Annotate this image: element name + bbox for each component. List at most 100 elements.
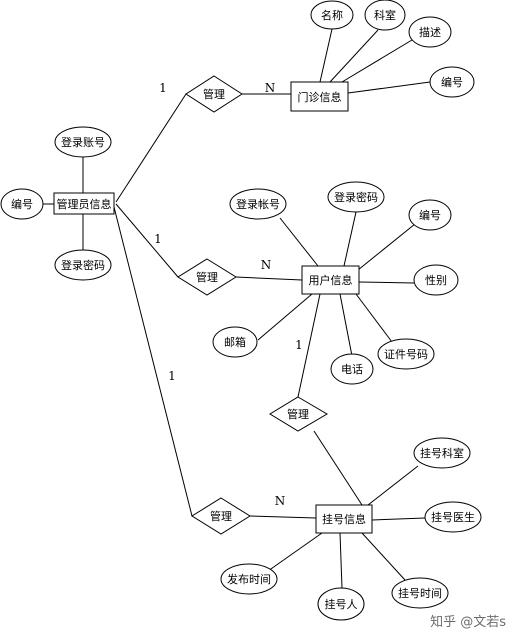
line-user-email	[257, 293, 313, 341]
relationship-manage-user-diamond	[177, 258, 237, 296]
attr-clinic-id-label: 编号	[441, 75, 463, 89]
attr-user-id-ellipse	[408, 199, 452, 231]
attr-clinic-id[interactable]: 编号	[429, 66, 475, 98]
cardinality-admin-clinic-many: N	[265, 81, 276, 95]
attr-reg-person-label: 挂号人	[325, 597, 358, 611]
connector-lines	[43, 28, 431, 589]
relationship-manage-clinic[interactable]: 管理	[185, 75, 243, 113]
attr-user-email[interactable]: 邮箱	[212, 326, 258, 358]
line-user-id	[357, 223, 416, 271]
line-manage-user-reg-reg	[313, 430, 363, 506]
relationship-manage-user-reg[interactable]: 管理	[269, 396, 328, 432]
entity-admin[interactable]: 管理员信息	[53, 192, 115, 215]
attr-clinic-dept-ellipse	[364, 0, 406, 31]
line-user-phone	[339, 293, 353, 357]
line-admin-manage-reg	[113, 206, 193, 517]
attr-reg-publish-time[interactable]: 发布时间	[220, 563, 278, 595]
attr-admin-account-ellipse	[54, 126, 112, 158]
line-clinic-id	[347, 81, 431, 94]
relationship-manage-reg[interactable]: 管理	[191, 497, 251, 535]
attr-user-password-label: 登录密码	[334, 190, 378, 204]
attr-user-id-label: 编号	[419, 208, 441, 222]
entity-reg[interactable]: 挂号信息	[315, 504, 373, 534]
attr-user-idcard-ellipse	[377, 338, 435, 370]
attr-reg-doctor-ellipse	[424, 501, 482, 533]
line-user-password	[343, 211, 357, 267]
attr-reg-doctor[interactable]: 挂号医生	[424, 501, 482, 533]
attr-admin-account[interactable]: 登录账号	[54, 126, 112, 158]
attr-user-gender-ellipse	[413, 264, 459, 296]
attr-user-idcard-label: 证件号码	[384, 348, 428, 361]
cardinality-admin-reg-many: N	[275, 494, 286, 508]
attr-clinic-desc-ellipse	[408, 16, 452, 48]
watermark-text: 知乎 @文若s	[430, 614, 506, 630]
attr-clinic-dept[interactable]: 科室	[364, 0, 406, 31]
attr-reg-dept-ellipse	[413, 437, 471, 469]
attr-clinic-desc-label: 描述	[419, 25, 441, 39]
line-clinic-dept	[329, 29, 379, 83]
attr-reg-dept[interactable]: 挂号科室	[413, 437, 471, 469]
attr-user-gender-label: 性别	[425, 273, 447, 287]
line-reg-dept	[367, 465, 419, 506]
line-user-manage-user-reg	[297, 293, 321, 398]
cardinality-admin-user-many: N	[261, 258, 272, 272]
attr-admin-id-label: 编号	[11, 197, 33, 211]
attr-reg-doctor-label: 挂号医生	[431, 510, 475, 524]
attr-reg-time-ellipse	[391, 577, 449, 609]
attr-user-account[interactable]: 登录帐号	[229, 188, 287, 220]
attr-user-gender[interactable]: 性别	[413, 264, 459, 296]
entity-user[interactable]: 用户信息	[301, 265, 360, 295]
attr-clinic-name-ellipse	[310, 0, 354, 30]
attr-user-phone-label: 电话	[341, 363, 363, 376]
attr-user-idcard[interactable]: 证件号码	[377, 338, 435, 370]
cardinality-admin-clinic-one: 1	[159, 81, 167, 95]
attr-reg-publish-time-ellipse	[220, 563, 278, 595]
attr-admin-id-ellipse	[0, 188, 44, 220]
attr-admin-id[interactable]: 编号	[0, 188, 44, 220]
attr-clinic-name-label: 名称	[321, 8, 343, 22]
cardinality-user-reg-one: 1	[295, 338, 303, 352]
line-reg-doctor	[371, 517, 426, 521]
line-admin-manage-user	[115, 203, 179, 278]
attr-reg-time-label: 挂号时间	[398, 586, 442, 600]
attr-clinic-id-ellipse	[429, 66, 475, 98]
line-reg-publish-time	[267, 532, 323, 572]
line-reg-time	[361, 532, 406, 581]
attr-user-email-label: 邮箱	[224, 335, 246, 349]
attr-reg-person[interactable]: 挂号人	[317, 587, 365, 621]
attr-reg-time[interactable]: 挂号时间	[391, 577, 449, 609]
attr-reg-person-ellipse	[317, 587, 365, 621]
attr-admin-password[interactable]: 登录密码	[54, 249, 112, 281]
relationship-manage-clinic-diamond	[185, 75, 243, 113]
entity-admin-box	[53, 192, 115, 215]
line-user-account	[279, 217, 319, 267]
entity-clinic-label: 门诊信息	[298, 90, 342, 104]
attr-clinic-desc[interactable]: 描述	[408, 16, 452, 48]
cardinality-admin-reg-one: 1	[168, 369, 176, 383]
attr-user-password[interactable]: 登录密码	[327, 181, 385, 213]
relationship-manage-clinic-label: 管理	[203, 87, 225, 101]
attr-clinic-dept-label: 科室	[374, 8, 396, 22]
line-manage-reg	[249, 515, 317, 519]
entity-reg-label: 挂号信息	[322, 512, 366, 526]
cardinality-admin-user-one: 1	[154, 232, 162, 246]
line-manage-user	[235, 276, 303, 281]
attr-user-id[interactable]: 编号	[408, 199, 452, 231]
attr-user-email-ellipse	[212, 326, 258, 358]
attr-admin-password-label: 登录密码	[61, 258, 105, 272]
relationship-manage-reg-label: 管理	[210, 509, 232, 523]
relationship-manage-reg-diamond	[191, 497, 251, 535]
attr-admin-password-ellipse	[54, 249, 112, 281]
attr-admin-account-label: 登录账号	[61, 135, 105, 149]
entity-clinic[interactable]: 门诊信息	[290, 81, 349, 112]
attr-reg-publish-time-label: 发布时间	[227, 572, 271, 586]
relationship-manage-user[interactable]: 管理	[177, 258, 237, 296]
attr-clinic-name[interactable]: 名称	[310, 0, 354, 30]
line-reg-person	[339, 532, 343, 589]
entity-admin-label: 管理员信息	[57, 197, 112, 211]
relationship-manage-user-reg-label: 管理	[287, 407, 309, 421]
attr-user-phone[interactable]: 电话	[330, 353, 374, 385]
entity-reg-box	[315, 504, 373, 534]
attr-user-account-label: 登录帐号	[236, 197, 280, 211]
